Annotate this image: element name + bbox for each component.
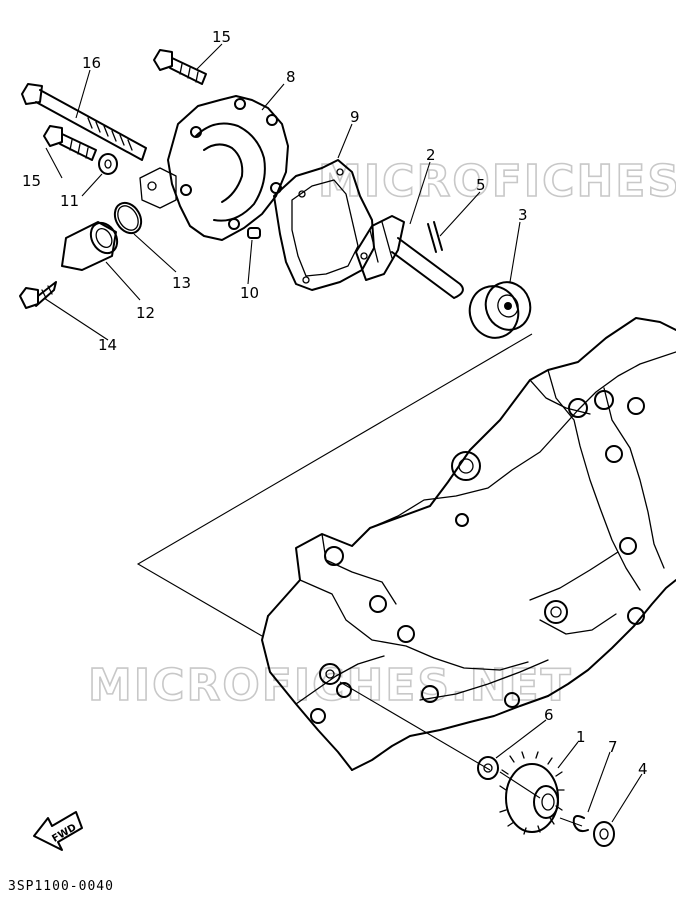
part-12-pipe — [61, 221, 119, 271]
watermark-bottom: MICROFICHES.NET — [88, 660, 573, 711]
callouts: 15 16 8 9 2 5 3 15 11 13 10 12 14 6 1 7 … — [22, 28, 648, 778]
callout-7: 7 — [608, 738, 618, 756]
callout-16: 16 — [82, 54, 101, 72]
callout-12: 12 — [136, 304, 155, 322]
callout-4: 4 — [638, 760, 648, 778]
part-2-impeller-shaft — [355, 215, 464, 299]
callout-6: 6 — [544, 706, 554, 724]
alignment-lines — [136, 333, 583, 827]
callout-11: 11 — [60, 192, 79, 210]
part-11-washer — [98, 153, 118, 175]
callout-5: 5 — [476, 176, 486, 194]
part-4-washer — [593, 821, 615, 847]
callout-15-top: 15 — [212, 28, 231, 46]
crankcase — [261, 317, 676, 771]
fwd-arrow: FWD — [33, 811, 83, 851]
part-3-bearing — [468, 281, 532, 339]
part-16-long-bolt — [21, 83, 147, 161]
part-7-circlip — [572, 815, 589, 833]
callout-15-left: 15 — [22, 172, 41, 190]
part-5-pin — [427, 221, 443, 253]
callout-14: 14 — [98, 336, 117, 354]
watermark-top: MICROFICHES.NET — [318, 156, 676, 207]
part-1-gear — [499, 751, 565, 835]
callout-9: 9 — [350, 108, 360, 126]
part-15-bolt-left — [43, 125, 97, 161]
callout-1: 1 — [576, 728, 586, 746]
callout-10: 10 — [240, 284, 259, 302]
leader-lines — [43, 43, 643, 823]
callout-3: 3 — [518, 206, 528, 224]
diagram-code: 3SP1100-0040 — [8, 879, 114, 894]
part-15-bolt-top — [153, 49, 207, 85]
part-13-o-ring — [113, 201, 143, 235]
callout-13: 13 — [172, 274, 191, 292]
callout-2: 2 — [426, 146, 436, 164]
part-8-pump-housing — [139, 95, 289, 241]
part-6-washer — [477, 756, 499, 780]
part-10-dowel-pin — [247, 227, 261, 239]
part-14-bolt — [19, 281, 57, 309]
callout-8: 8 — [286, 68, 296, 86]
